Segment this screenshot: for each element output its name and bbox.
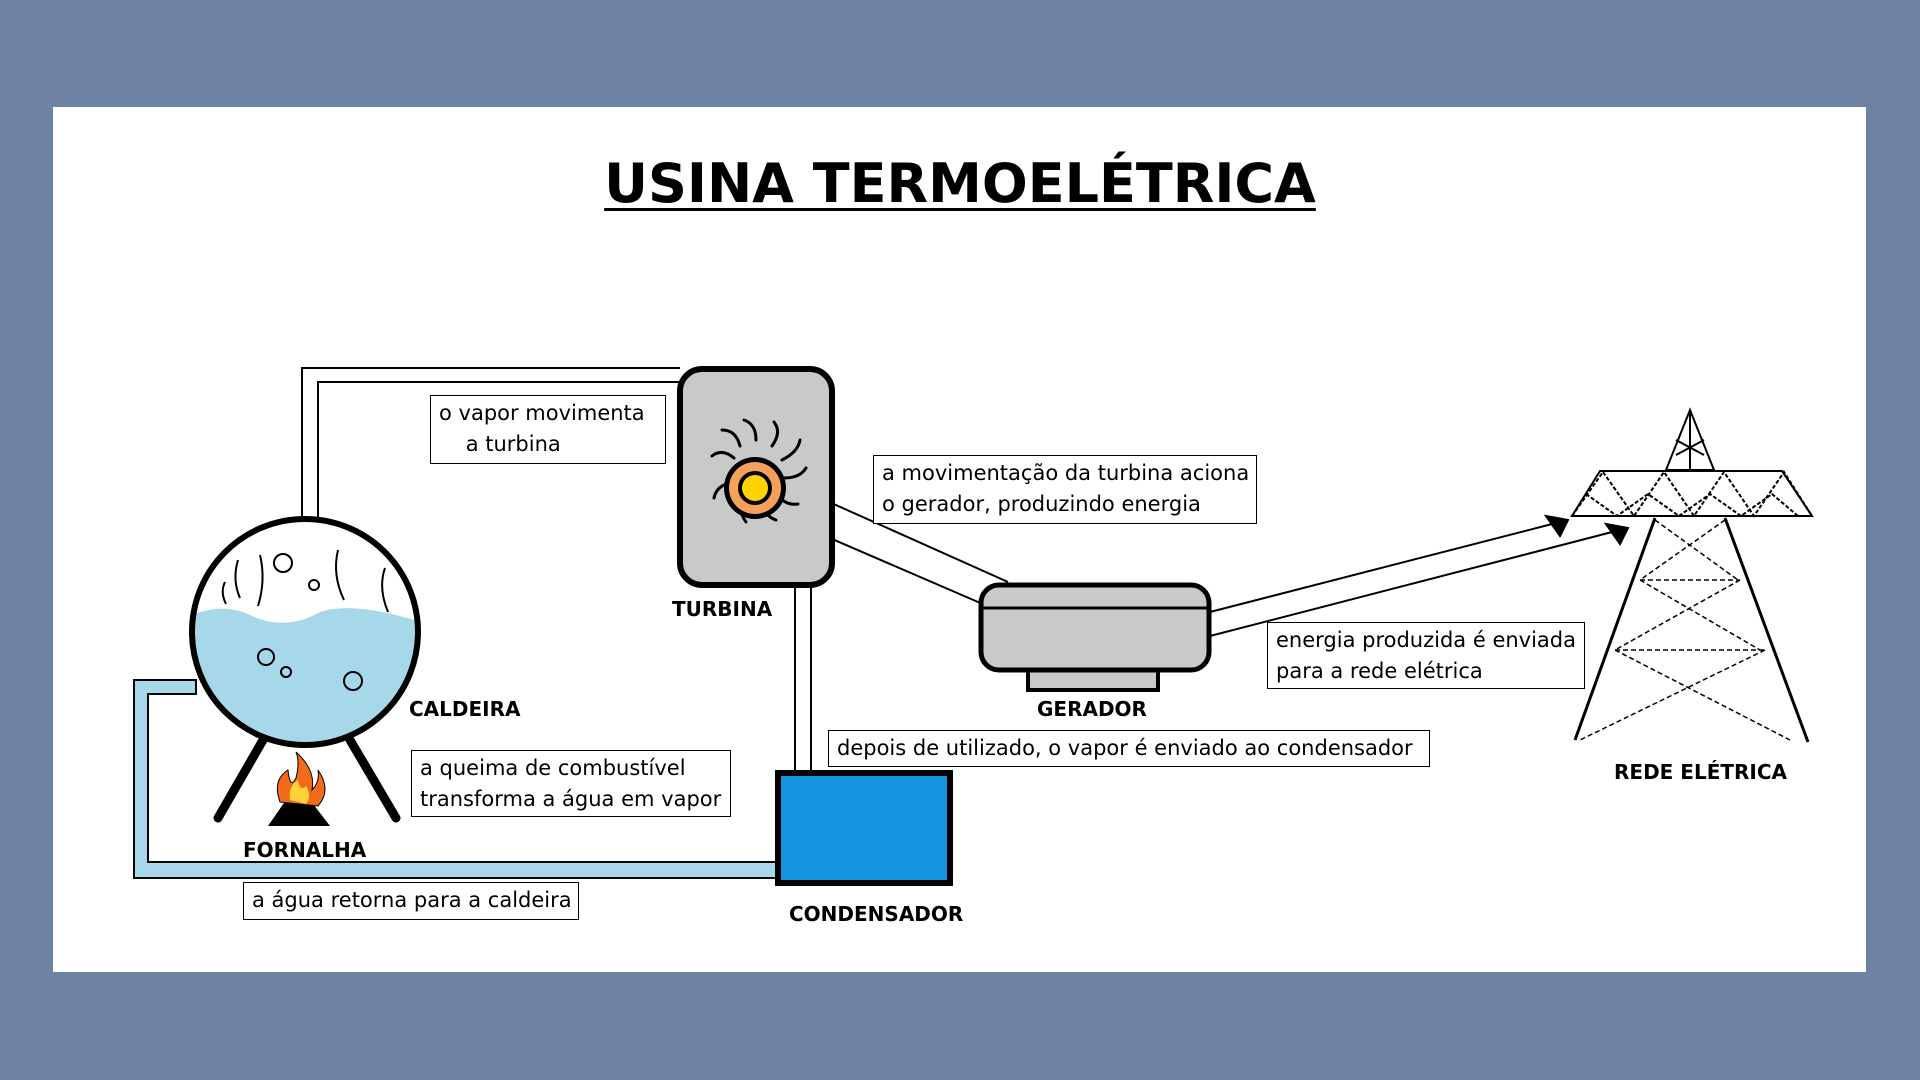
power-tower xyxy=(1570,407,1814,743)
label-gerador: GERADOR xyxy=(1037,697,1147,721)
generator xyxy=(978,582,1212,692)
transmission-arrows xyxy=(1209,514,1630,637)
boiler xyxy=(189,516,421,748)
steam-pipe xyxy=(301,367,680,525)
furnace xyxy=(213,735,401,826)
label-rede-eletrica: REDE ELÉTRICA xyxy=(1614,760,1787,784)
note-vapor-turbina: o vapor movimenta a turbina xyxy=(430,395,666,464)
note-agua-retorna: a água retorna para a caldeira xyxy=(243,882,579,920)
label-turbina: TURBINA xyxy=(672,597,773,621)
diagram-title: USINA TERMOELÉTRICA xyxy=(604,152,1316,215)
note-vapor-condensador: depois de utilizado, o vapor é enviado a… xyxy=(828,730,1430,767)
note-energia-rede: energia produzida é enviada para a rede … xyxy=(1267,622,1585,689)
condenser-pipe xyxy=(794,583,812,772)
label-fornalha: FORNALHA xyxy=(243,838,367,862)
note-turbina-gerador: a movimentação da turbina aciona o gerad… xyxy=(873,455,1257,524)
label-condensador: CONDENSADOR xyxy=(789,902,964,926)
condenser xyxy=(775,770,953,886)
label-caldeira: CALDEIRA xyxy=(409,697,521,721)
note-queima-combustivel: a queima de combustível transforma a águ… xyxy=(411,750,731,817)
turbine xyxy=(677,366,835,588)
